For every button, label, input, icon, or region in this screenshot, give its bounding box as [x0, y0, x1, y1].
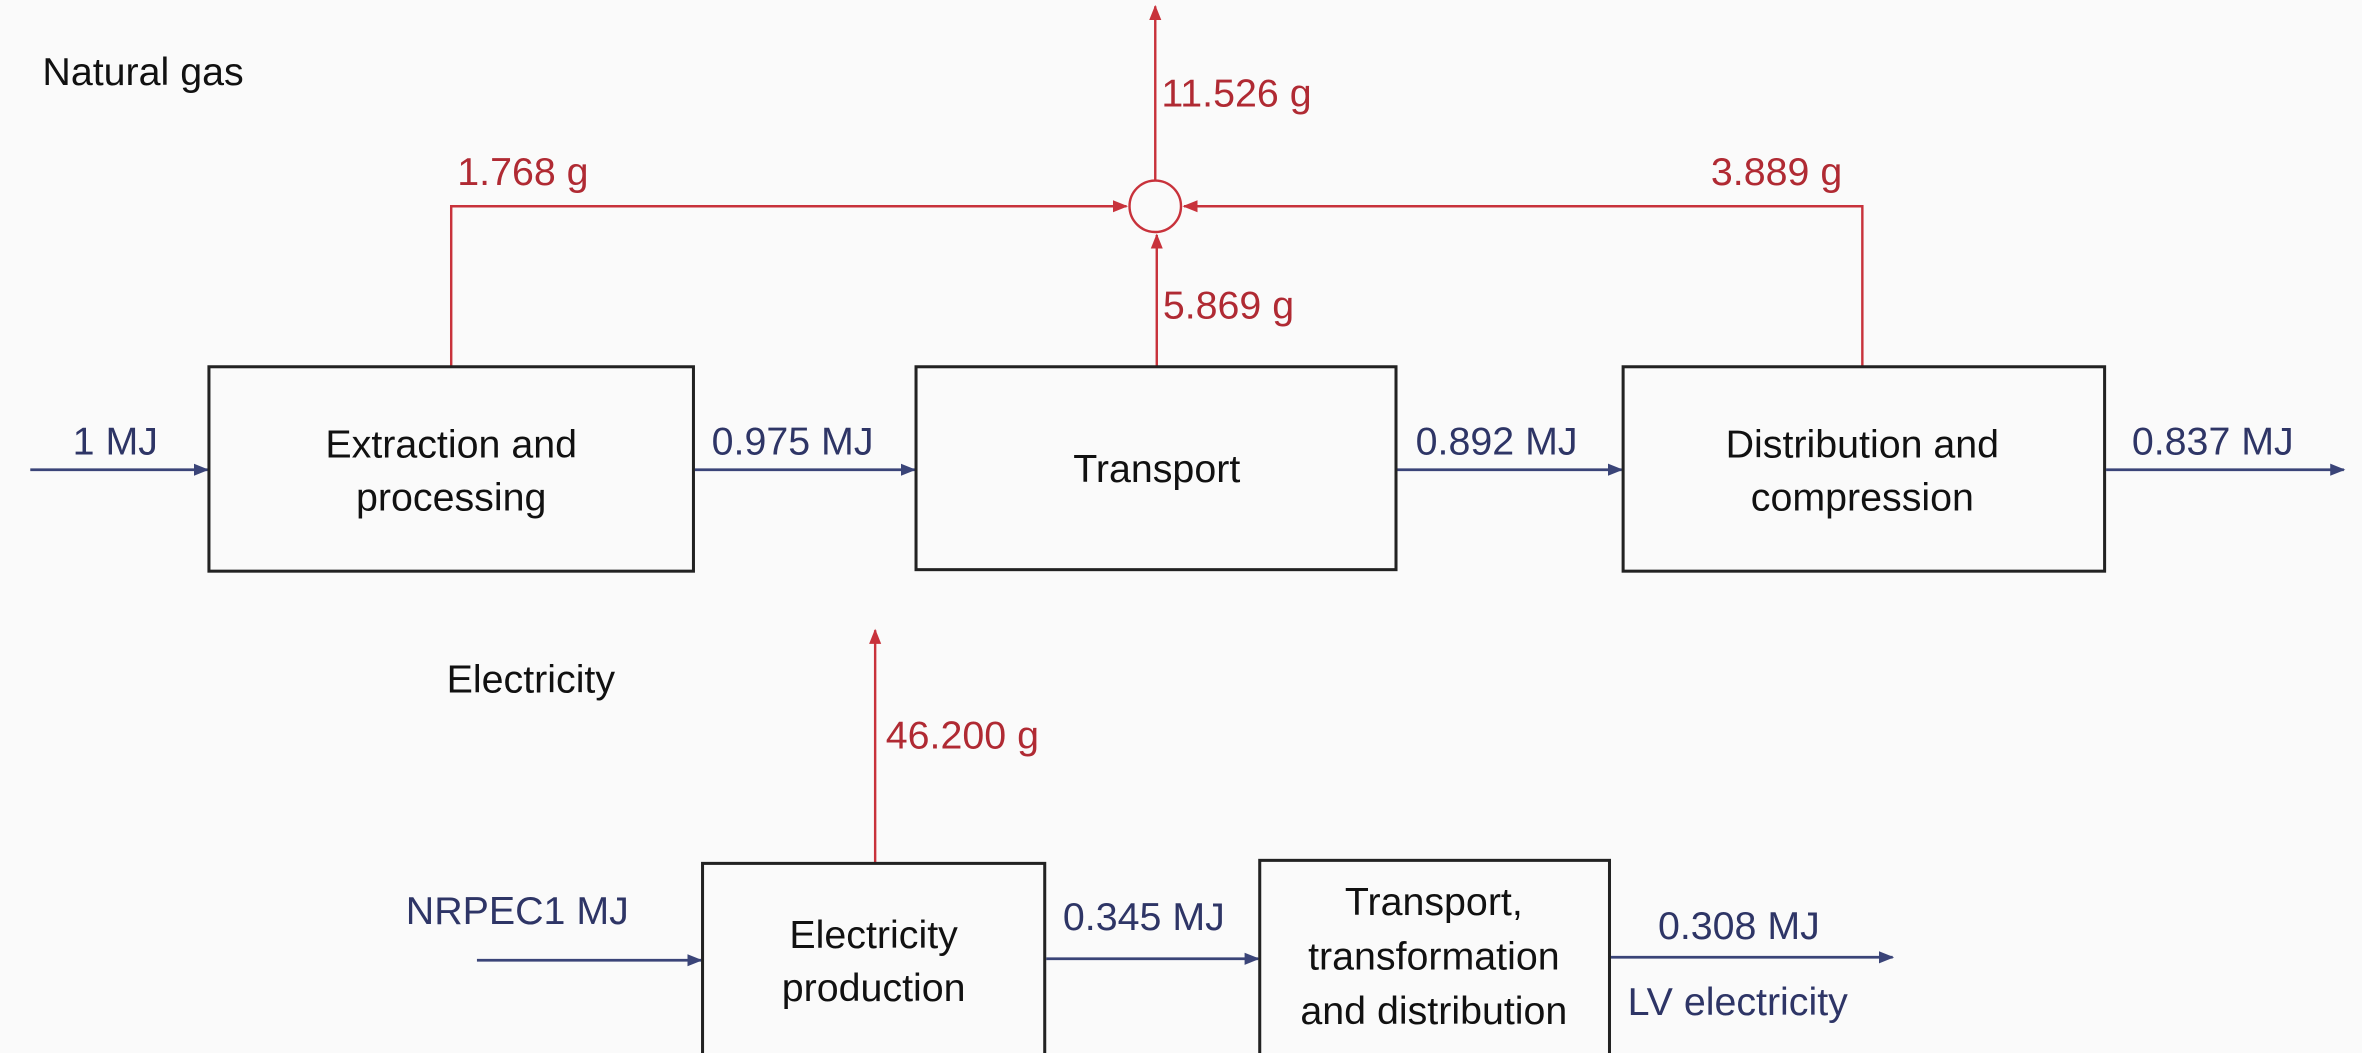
flow-label: 0.345 MJ — [1063, 895, 1225, 939]
output-label: 0.837 MJ — [2132, 420, 2294, 464]
box-label: transformation — [1308, 934, 1560, 978]
input-label: 1 MJ — [73, 420, 158, 464]
box-label: Transport — [1073, 447, 1240, 491]
total-emission-label: 11.526 g — [1161, 71, 1311, 115]
electricity-emission-label: 46.200 g — [886, 713, 1039, 757]
distribution-emission-arrow — [1182, 200, 1864, 367]
flow-label: 0.975 MJ — [712, 420, 874, 464]
output-label: 0.308 MJ — [1658, 904, 1820, 948]
box-label: Transport, — [1345, 880, 1523, 924]
natural-gas-title: Natural gas — [42, 50, 243, 94]
box-label: Electricity — [789, 913, 958, 957]
extraction-box — [207, 365, 695, 573]
transmission-box — [1258, 858, 1612, 1053]
box-label: compression — [1751, 476, 1974, 520]
extraction-emission-label: 1.768 g — [457, 150, 588, 194]
box-label: processing — [356, 476, 546, 520]
transport-emission-label: 5.869 g — [1163, 283, 1294, 327]
transport-box — [914, 365, 1398, 572]
distribution-emission-label: 3.889 g — [1711, 150, 1842, 194]
box-label: and distribution — [1300, 989, 1567, 1033]
box-label: Distribution and — [1726, 423, 1999, 467]
sum-node — [1128, 179, 1183, 234]
flow-label: 0.892 MJ — [1416, 420, 1578, 464]
box-label: production — [782, 966, 966, 1010]
electricity-input-label: NRPEC1 MJ — [406, 889, 629, 933]
electricity-production-box — [701, 861, 1047, 1053]
extraction-emission-arrow — [449, 200, 1129, 367]
electricity-title: Electricity — [447, 657, 616, 701]
box-label: Extraction and — [325, 423, 577, 467]
distribution-box — [1621, 365, 2107, 573]
lv-electricity-label: LV electricity — [1628, 980, 1849, 1024]
